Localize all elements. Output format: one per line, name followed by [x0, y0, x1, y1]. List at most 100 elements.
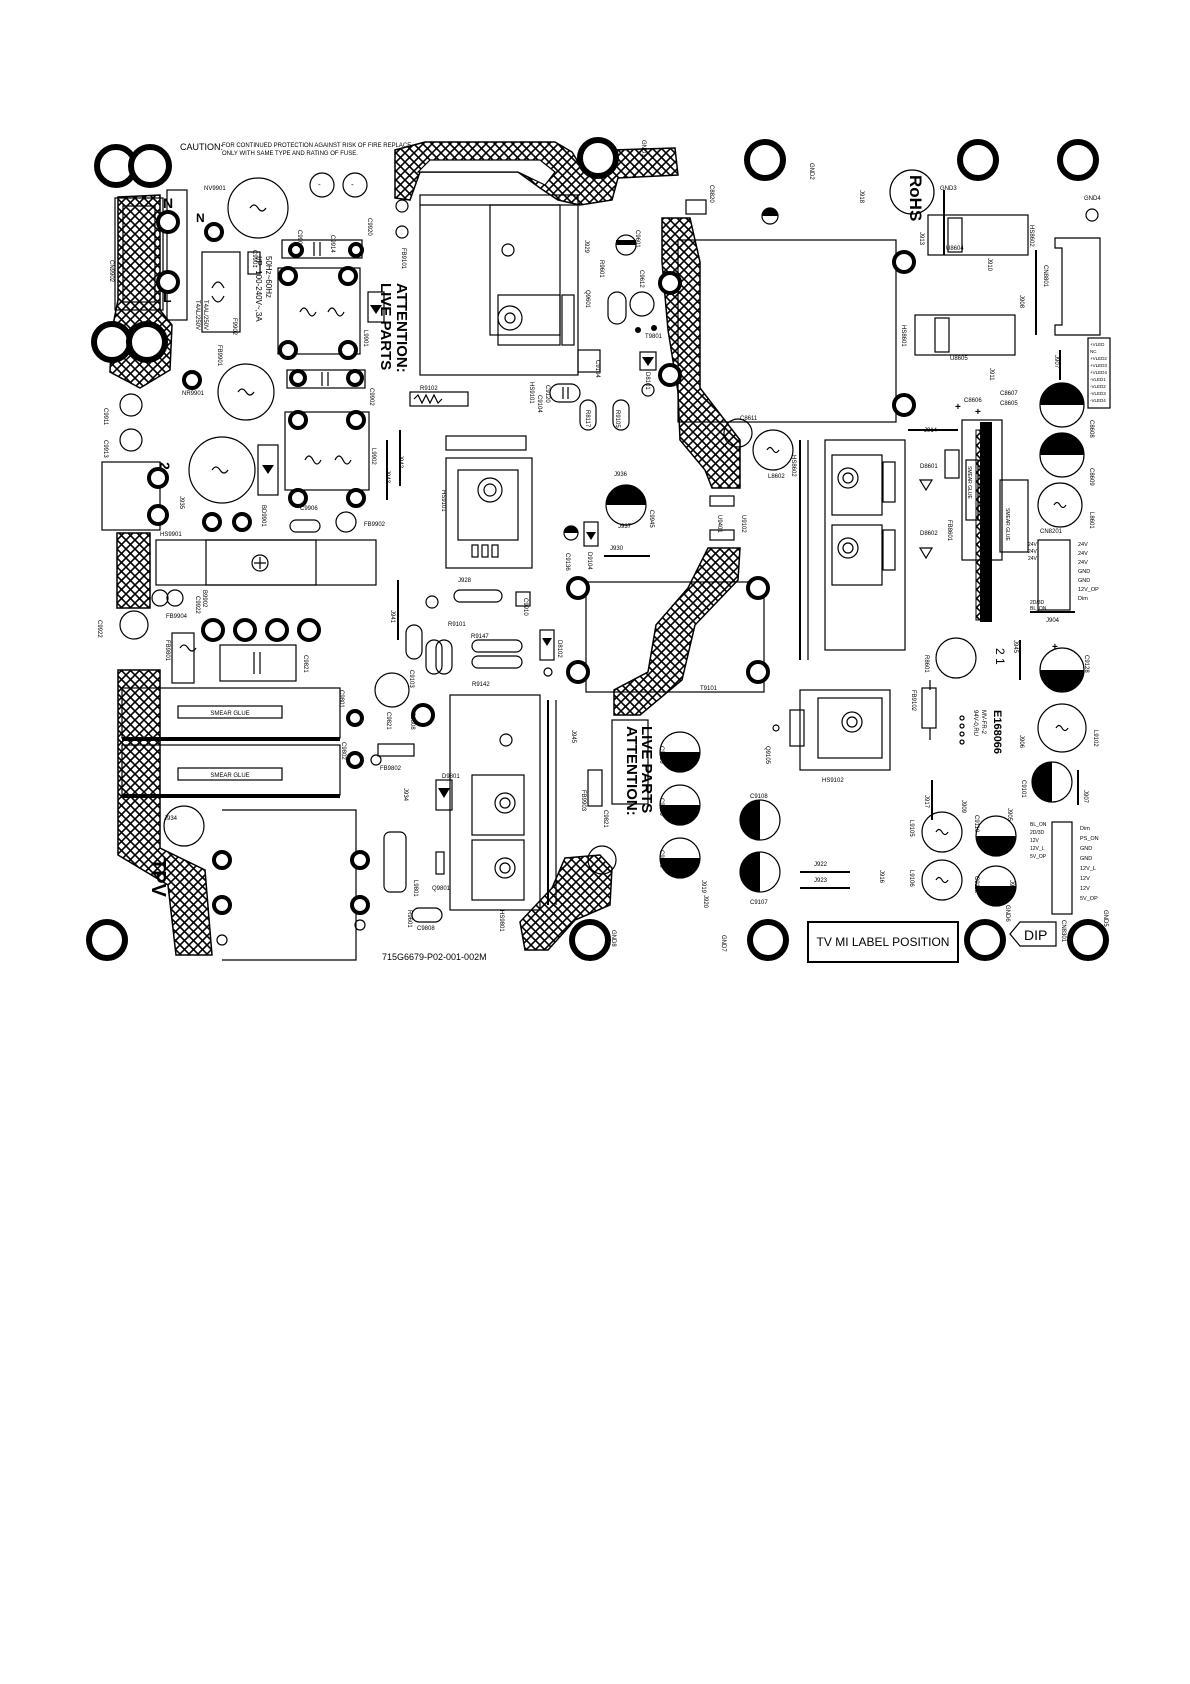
svg-text:C9901: C9901 [251, 250, 257, 268]
svg-text:GND7: GND7 [720, 935, 726, 952]
svg-text:C9107: C9107 [750, 900, 768, 906]
svg-text:+: + [975, 407, 981, 418]
svg-text:C9120: C9120 [544, 385, 550, 403]
svg-text:R9601: R9601 [406, 910, 412, 928]
svg-text:J941: J941 [389, 610, 395, 624]
svg-text:L9106: L9106 [908, 870, 914, 887]
svg-text:24V: 24V [1028, 556, 1038, 562]
svg-text:J919: J919 [700, 880, 706, 894]
svg-text:J907: J907 [1008, 880, 1014, 894]
svg-text:Dim: Dim [1078, 596, 1088, 602]
svg-text:SMEAR GLUE: SMEAR GLUE [1004, 508, 1010, 541]
svg-text:L8602: L8602 [768, 474, 785, 480]
svg-text:C8611: C8611 [740, 416, 758, 422]
mounting-hole [569, 919, 611, 961]
svg-text:Q9601: Q9601 [584, 290, 590, 309]
svg-text:-VLED1: -VLED1 [1090, 377, 1106, 382]
svg-text:12V: 12V [1030, 838, 1040, 844]
mounting-hole [577, 137, 619, 179]
svg-text:J929: J929 [583, 240, 589, 254]
svg-text:C9101: C9101 [1020, 780, 1026, 798]
svg-text:2D/3D: 2D/3D [1030, 830, 1045, 836]
svg-text:FB9801: FB9801 [164, 640, 170, 662]
svg-text:24V: 24V [1028, 542, 1038, 548]
svg-text:J906: J906 [1018, 735, 1024, 749]
svg-text:5V_OP: 5V_OP [1080, 896, 1098, 902]
svg-text:J936: J936 [614, 472, 628, 478]
svg-text:C9911: C9911 [102, 408, 108, 426]
input-section: N L N CN9902 NV9901 - - C9914 C9920 C990… [96, 172, 410, 684]
svg-text:U9102: U9102 [740, 515, 746, 533]
svg-text:C9913: C9913 [102, 440, 108, 458]
svg-text:HS8602: HS8602 [790, 455, 796, 477]
svg-text:C9612: C9612 [638, 270, 644, 288]
svg-text:L8601: L8601 [1088, 512, 1094, 529]
svg-text:J928: J928 [458, 578, 472, 584]
svg-text:C9109: C9109 [658, 746, 664, 764]
svg-text:J904: J904 [1046, 618, 1060, 624]
svg-text:C9110: C9110 [973, 815, 979, 833]
svg-text:C9821: C9821 [302, 655, 308, 673]
right-bottom: J917 J909 L9105 L9106 C9110 C9112 J905 J… [610, 780, 1108, 963]
mains-label-l: L [163, 289, 172, 305]
svg-text:12V_OP: 12V_OP [1078, 587, 1099, 593]
svg-text:LIVE PARTS: LIVE PARTS [638, 726, 655, 813]
svg-text:C8608: C8608 [1088, 420, 1094, 438]
svg-text:J945: J945 [570, 730, 576, 744]
svg-text:+VLED3: +VLED3 [1090, 363, 1107, 368]
mounting-hole [126, 321, 168, 363]
svg-text:C9922: C9922 [96, 620, 102, 638]
svg-text:J945: J945 [1012, 640, 1018, 654]
right-top: RoHS J918 GND3 GND2 GND1 C8820 U8604 J91… [640, 140, 1111, 529]
svg-text:24V: 24V [1078, 551, 1088, 557]
svg-text:24V: 24V [1078, 542, 1088, 548]
svg-text:R9105: R9105 [614, 410, 620, 428]
svg-text:J935: J935 [178, 496, 184, 510]
svg-text:L9902: L9902 [370, 448, 376, 465]
pad [204, 222, 224, 242]
attention-top-label: ATTENTION: LIVE PARTS [367, 283, 410, 373]
hatch-left-long [117, 669, 213, 956]
svg-text:GND: GND [1080, 856, 1092, 862]
mounting-hole [128, 144, 172, 188]
svg-text:R9147: R9147 [471, 634, 489, 640]
cn8201-pin-labels: 24V 24V 24V GND GND 12V_OP Dim 24V 24V 2… [1028, 539, 1099, 612]
capacitor-outline [227, 177, 289, 239]
svg-text:D8601: D8601 [920, 464, 938, 470]
svg-text:12V_L: 12V_L [1080, 866, 1096, 872]
svg-text:R8117: R8117 [584, 410, 590, 428]
svg-text:FB9102: FB9102 [910, 690, 916, 712]
svg-text:C9808: C9808 [409, 712, 415, 730]
svg-text:-: - [318, 180, 321, 189]
svg-text:F9902: F9902 [231, 318, 237, 336]
svg-text:+VLED: +VLED [1090, 342, 1105, 347]
svg-text:+VLED4: +VLED4 [1090, 370, 1107, 375]
svg-text:J917: J917 [923, 795, 929, 809]
svg-text:ATTENTION:: ATTENTION: [393, 283, 410, 373]
svg-text:-VLED4: -VLED4 [1090, 398, 1106, 403]
svg-text:C9802: C9802 [340, 742, 346, 760]
svg-text:D8102: D8102 [556, 640, 562, 658]
svg-text:LIVE PARTS: LIVE PARTS [377, 283, 394, 370]
svg-text:HS8602: HS8602 [1028, 225, 1034, 247]
mounting-hole [1067, 919, 1109, 961]
dip-arrow: DIP [1009, 921, 1057, 947]
svg-text:12V_L: 12V_L [1030, 846, 1045, 852]
svg-text:C8820: C8820 [708, 185, 714, 203]
svg-text:J911: J911 [988, 368, 994, 381]
label-position-box: TV MI LABEL POSITION [807, 921, 959, 963]
svg-text:FB9903: FB9903 [580, 790, 586, 812]
svg-text:L9105: L9105 [908, 820, 914, 837]
svg-text:L9801: L9801 [412, 880, 418, 897]
svg-text:R9142: R9142 [472, 682, 490, 688]
svg-text:C9821: C9821 [602, 810, 608, 828]
svg-text:FB9904: FB9904 [166, 614, 188, 620]
attention-mid-label: ATTENTION: LIVE PARTS [611, 719, 655, 816]
svg-text:T4AL/250V: T4AL/250V [194, 300, 200, 330]
mounting-hole [964, 919, 1006, 961]
right-middle: C8611 L8602 HS8602 D8601 D8602 FB8601 J9… [723, 416, 1099, 805]
svg-text:FB9902: FB9902 [364, 522, 386, 528]
svg-text:NV9901: NV9901 [204, 186, 226, 192]
svg-text:J905: J905 [1006, 808, 1012, 822]
svg-text:GND: GND [1080, 846, 1092, 852]
